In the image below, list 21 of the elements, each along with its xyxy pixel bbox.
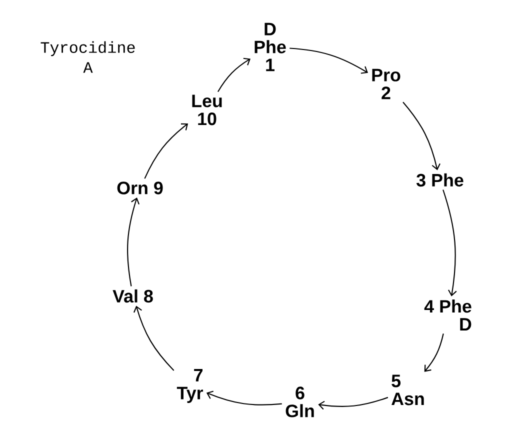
residue-label: Leu 10 — [192, 94, 222, 126]
arrow — [133, 306, 174, 371]
arrow — [424, 334, 444, 372]
arrow — [402, 102, 440, 170]
arrow — [127, 198, 140, 286]
arrow — [218, 58, 250, 92]
arrow — [318, 396, 388, 410]
arrow — [290, 48, 368, 74]
residue-label: D Phe 1 — [254, 22, 286, 72]
arrow — [144, 123, 188, 179]
residue-label: 6 Gln — [286, 386, 314, 418]
residue-label: 3 Phe — [416, 173, 464, 187]
arrow — [206, 390, 282, 406]
residue-label: Pro 2 — [372, 68, 400, 100]
residue-label: 4 Phe D — [424, 300, 472, 330]
residue-label: Val 8 — [112, 289, 153, 303]
arrow — [442, 190, 457, 296]
residue-label: 5 Asn — [392, 374, 424, 406]
residue-label: 7 Tyr — [176, 369, 204, 403]
residue-label: Orn 9 — [117, 182, 163, 194]
title: Tyrocidine A — [40, 41, 135, 73]
